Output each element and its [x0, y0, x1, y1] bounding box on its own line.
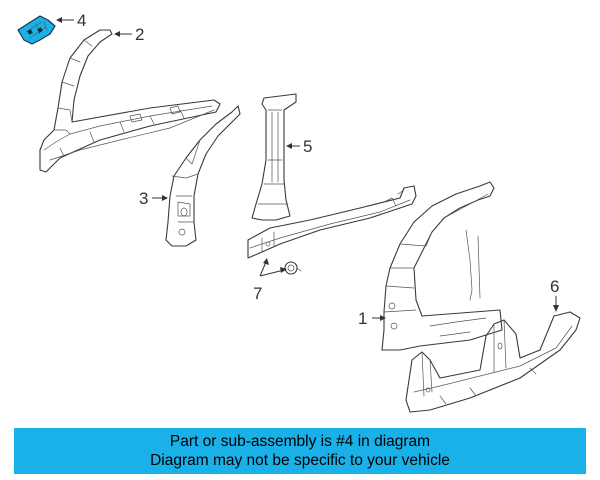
callout-3: 3 [139, 189, 168, 208]
banner-line-2: Diagram may not be specific to your vehi… [150, 452, 450, 469]
info-banner: Part or sub-assembly is #4 in diagram Di… [14, 428, 586, 474]
callout-2: 2 [114, 25, 144, 44]
callout-5-label: 5 [303, 137, 312, 156]
part-1-body-side-outer[interactable] [381, 181, 503, 351]
part-7-clip[interactable] [280, 261, 302, 275]
part-7-rocker-reinforcement[interactable] [247, 185, 417, 259]
part-3-pillar-reinforcement[interactable] [165, 105, 241, 247]
callout-1: 1 [358, 309, 386, 328]
part-6-rocker-outer[interactable] [405, 311, 581, 413]
part-2-inner-pillar-rocker[interactable] [39, 29, 221, 173]
callout-6-label: 6 [550, 277, 559, 296]
callout-7-label: 7 [253, 284, 262, 303]
callout-1-label: 1 [358, 309, 367, 328]
parts-diagram: 4 2 3 5 [17, 11, 581, 413]
part-5-b-pillar[interactable] [251, 93, 297, 221]
callout-6: 6 [550, 277, 559, 312]
callout-7: 7 [253, 258, 287, 303]
callout-2-label: 2 [135, 25, 144, 44]
callout-4-label: 4 [77, 11, 86, 30]
callout-4: 4 [56, 11, 86, 30]
callout-5: 5 [286, 137, 312, 156]
part-4-bracket[interactable] [17, 15, 56, 45]
callout-3-label: 3 [139, 189, 148, 208]
banner-line-1: Part or sub-assembly is #4 in diagram [169, 433, 431, 450]
